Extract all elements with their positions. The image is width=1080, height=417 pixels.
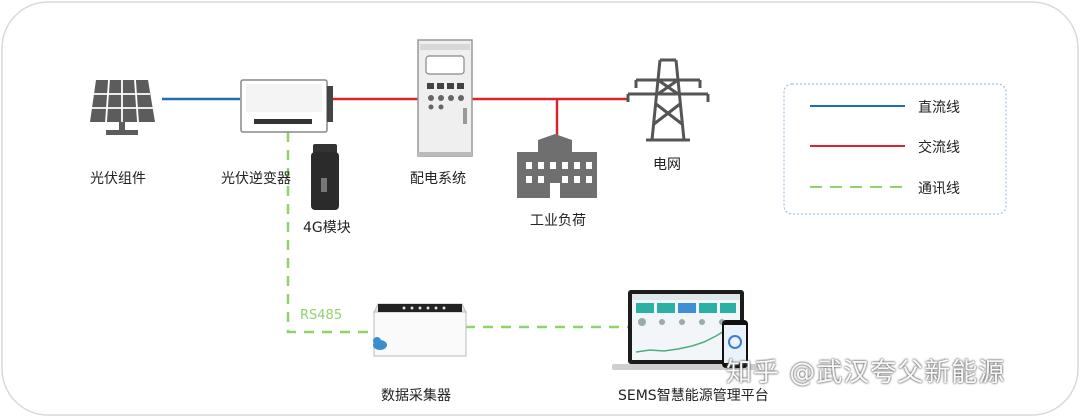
grid-label: 电网 <box>653 157 681 173</box>
watermark: 知乎 @武汉夸父新能源 <box>726 358 1006 388</box>
legend-ac-label: 交流线 <box>918 140 960 156</box>
inverter-icon <box>240 79 333 133</box>
pv-module-label: 光伏组件 <box>90 171 146 187</box>
legend-comm-label: 通讯线 <box>918 181 960 197</box>
solar-panel-icon <box>90 79 155 135</box>
comm-line-inverter-collector <box>286 132 370 334</box>
data-collector-label: 数据采集器 <box>381 388 451 404</box>
power-tower-icon <box>626 58 710 142</box>
distribution-system-label: 配电系统 <box>410 171 466 187</box>
legend-dc-label: 直流线 <box>918 100 960 116</box>
4g-module-icon <box>311 144 339 210</box>
data-collector-icon <box>373 303 467 357</box>
platform-label: SEMS智慧能源管理平台 <box>618 388 769 404</box>
inverter-label: 光伏逆变器 <box>221 171 291 187</box>
factory-building-icon <box>517 134 597 198</box>
industrial-load-label: 工业负荷 <box>530 213 586 229</box>
rs485-label: RS485 <box>300 308 343 323</box>
legend-box <box>783 83 1007 215</box>
smartphone-icon <box>722 320 748 368</box>
distribution-cabinet-icon <box>417 39 473 157</box>
4g-module-label: 4G模块 <box>303 220 351 236</box>
